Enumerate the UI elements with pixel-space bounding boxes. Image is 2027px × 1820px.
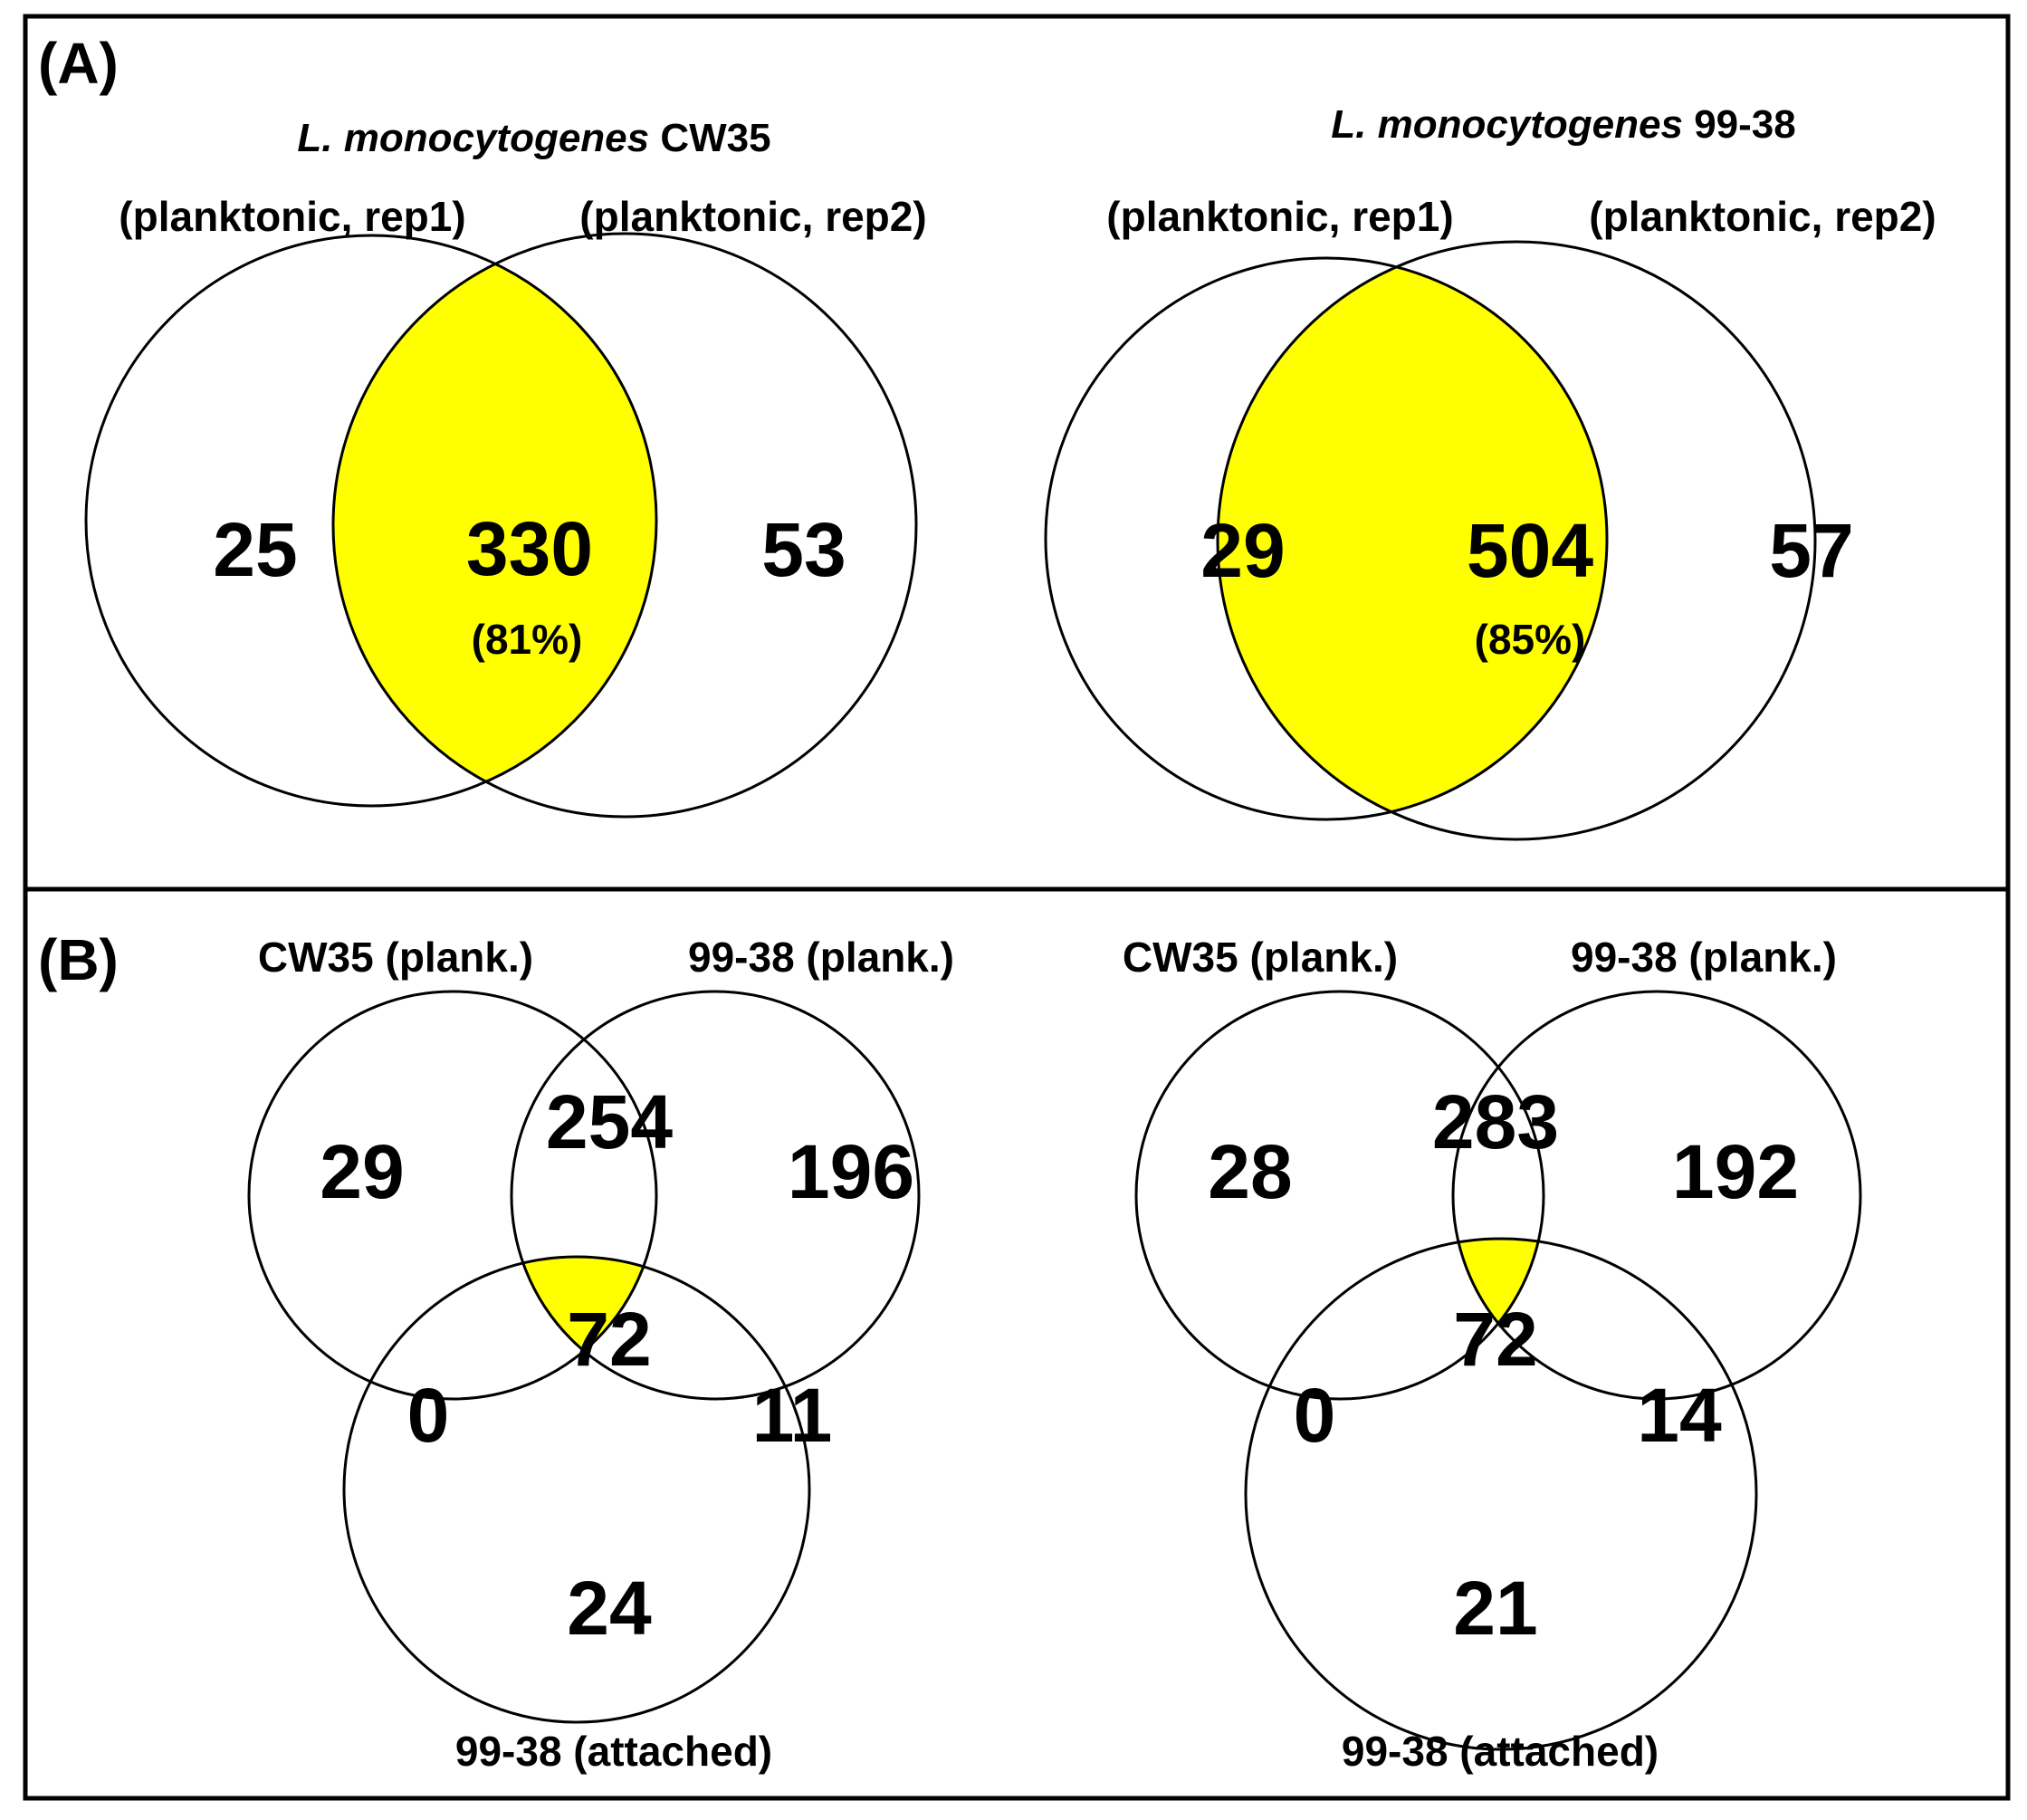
venn-a2-left-label: (planktonic, rep1) bbox=[1106, 193, 1453, 240]
venn-a1-right-only: 53 bbox=[761, 507, 846, 592]
venn-a2-right-only: 57 bbox=[1769, 508, 1853, 593]
venn-b2-circle-b bbox=[1451, 990, 1862, 1401]
venn-b2-bc: 14 bbox=[1637, 1373, 1722, 1458]
venn-a2-right-circle bbox=[1216, 240, 1817, 841]
venn-a2-title: L. monocytogenes 99-38 bbox=[1331, 102, 1795, 147]
venn-b1-c-only: 24 bbox=[567, 1566, 652, 1651]
venn-b1-set-a-label: CW35 (plank.) bbox=[258, 934, 533, 981]
venn-b2-circle-c bbox=[1244, 1237, 1758, 1751]
venn-b1-bc: 11 bbox=[752, 1373, 833, 1458]
venn-a2-title-species: L. monocytogenes bbox=[1331, 102, 1683, 147]
venn-b1-a-only: 29 bbox=[320, 1129, 404, 1214]
venn-b1-ac: 0 bbox=[407, 1373, 450, 1458]
venn-b1: CW35 (plank.) 99-38 (plank.) 99-38 (atta… bbox=[247, 934, 954, 1775]
venn-a2-left-circle bbox=[1044, 256, 1609, 821]
venn-b2-abc: 72 bbox=[1453, 1297, 1537, 1382]
figure-frame bbox=[23, 14, 2011, 1801]
venn-b1-ab: 254 bbox=[546, 1079, 673, 1164]
venn-a1-title-strain: CW35 bbox=[649, 116, 770, 160]
venn-a1-title: L. monocytogenes CW35 bbox=[297, 116, 770, 160]
venn-b1-circle-b bbox=[510, 990, 921, 1401]
venn-b1-set-b-label: 99-38 (plank.) bbox=[688, 934, 954, 981]
venn-b1-circle-c bbox=[342, 1255, 811, 1724]
venn-a1: L. monocytogenes CW35 (planktonic, rep1)… bbox=[84, 116, 927, 819]
venn-b1-b-only: 196 bbox=[788, 1129, 914, 1214]
venn-a2-shared-percent: (85%) bbox=[1475, 616, 1586, 663]
venn-b2: CW35 (plank.) 99-38 (plank.) 99-38 (atta… bbox=[1123, 934, 1862, 1775]
venn-a2: L. monocytogenes 99-38 (planktonic, rep1… bbox=[1044, 102, 1936, 841]
panel-b: (B) CW35 (plank.) 99-38 (plank.) 99-38 (… bbox=[38, 927, 1862, 1775]
venn-a2-left-only: 29 bbox=[1200, 508, 1285, 593]
venn-b1-abc: 72 bbox=[567, 1297, 651, 1382]
venn-b2-set-c-label: 99-38 (attached) bbox=[1342, 1728, 1659, 1775]
venn-a2-title-strain: 99-38 bbox=[1683, 102, 1796, 147]
venn-a1-left-circle bbox=[84, 234, 658, 808]
venn-a1-left-label: (planktonic, rep1) bbox=[119, 193, 465, 240]
panel-b-letter: (B) bbox=[38, 927, 119, 992]
venn-a1-left-only: 25 bbox=[213, 507, 297, 592]
venn-b2-a-only: 28 bbox=[1208, 1129, 1292, 1214]
venn-a1-right-circle bbox=[331, 232, 918, 819]
panel-a: (A) L. monocytogenes CW35 (planktonic, r… bbox=[38, 31, 1936, 841]
panel-a-letter: (A) bbox=[38, 31, 119, 96]
venn-b1-set-c-label: 99-38 (attached) bbox=[455, 1728, 772, 1775]
venn-b2-ab: 283 bbox=[1432, 1079, 1559, 1164]
venn-b2-circle-a bbox=[1134, 990, 1545, 1401]
venn-b2-ac: 0 bbox=[1294, 1373, 1336, 1458]
venn-b2-c-only: 21 bbox=[1453, 1566, 1537, 1651]
venn-b2-b-only: 192 bbox=[1672, 1129, 1799, 1214]
venn-a1-shared-percent: (81%) bbox=[472, 616, 583, 663]
venn-a2-right-label: (planktonic, rep2) bbox=[1589, 193, 1936, 240]
venn-a2-intersection-fill bbox=[1218, 258, 1607, 819]
venn-b2-set-a-label: CW35 (plank.) bbox=[1123, 934, 1398, 981]
venn-b1-circle-a bbox=[247, 990, 658, 1401]
venn-a1-intersection-fill bbox=[333, 235, 656, 806]
venn-a1-title-species: L. monocytogenes bbox=[297, 116, 649, 160]
venn-a1-shared: 330 bbox=[466, 506, 593, 591]
venn-a1-right-label: (planktonic, rep2) bbox=[579, 193, 926, 240]
venn-a2-shared: 504 bbox=[1467, 508, 1593, 593]
venn-b2-set-b-label: 99-38 (plank.) bbox=[1571, 934, 1837, 981]
